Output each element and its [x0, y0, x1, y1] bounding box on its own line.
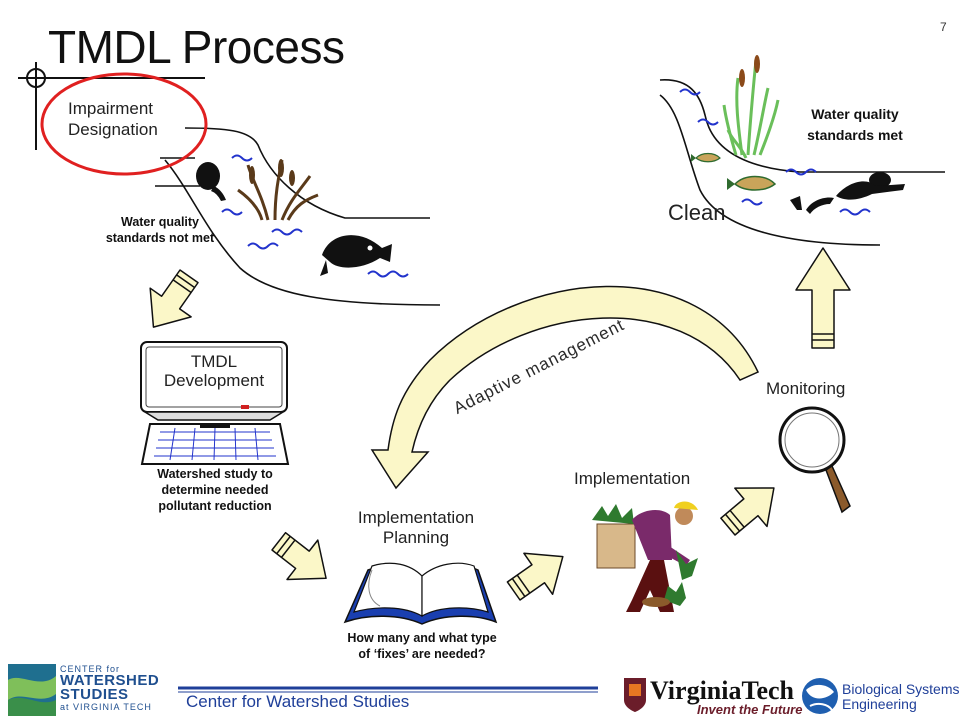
- worker-planting-icon: [592, 501, 698, 612]
- swimmer-icon: [790, 172, 905, 214]
- tmdl-line2: Development: [163, 371, 265, 390]
- monitoring-label: Monitoring: [766, 379, 846, 398]
- impl-planning-line1: Implementation: [357, 508, 475, 527]
- impl-planning-line2: Planning: [382, 528, 450, 547]
- bse-line1: Biological Systems: [842, 681, 960, 697]
- watershed-study-line3: pollutant reduction: [158, 499, 272, 513]
- page-title: TMDL Process: [48, 21, 345, 73]
- magnifying-glass-icon: [778, 406, 851, 514]
- impairment-label: Impairment Designation: [68, 98, 158, 140]
- wq-met-line1: Water quality: [811, 106, 899, 122]
- wq-met-note: Water quality standards met: [790, 104, 920, 146]
- fixes-note-line2: of ‘fixes’ are needed?: [358, 647, 486, 661]
- impl-planning-label: Implementation Planning: [330, 508, 502, 548]
- watershed-study-line1: Watershed study to: [157, 467, 273, 481]
- cattail-heads-right: [739, 55, 760, 87]
- cws-logo-text: CENTER for WATERSHED STUDIES at VIRGINIA…: [60, 664, 159, 712]
- tmdl-box-label: TMDL Development: [146, 352, 282, 390]
- polluted-stream: [155, 127, 441, 306]
- arrow-impairment-to-tmdl: [149, 269, 199, 328]
- tmdl-line1: TMDL: [190, 352, 238, 371]
- cws-logo-line3: STUDIES: [60, 686, 129, 703]
- page-number: 7: [940, 20, 947, 34]
- watershed-study-note: Watershed study to determine needed poll…: [130, 466, 300, 514]
- watershed-study-line2: determine needed: [161, 483, 269, 497]
- cws-logo-line2: WATERSHED: [60, 672, 160, 689]
- wq-not-met-note: Water quality standards not met: [80, 214, 240, 246]
- wq-not-met-line2: standards not met: [105, 231, 215, 245]
- dead-fish-icon: [320, 235, 392, 276]
- arrow-implementation-to-monitoring: [720, 487, 775, 536]
- healthy-fish-icon: [691, 152, 777, 191]
- fixes-note: How many and what type of ‘fixes’ are ne…: [326, 630, 518, 662]
- wq-met-line2: standards met: [807, 127, 903, 143]
- bse-globe-icon: [802, 678, 838, 714]
- impairment-highlight-circle: [40, 72, 208, 176]
- vt-tagline: Invent the Future: [697, 702, 803, 717]
- bse-line2: Engineering: [842, 696, 917, 712]
- title-decoration: [18, 62, 205, 150]
- open-book-icon: [343, 562, 498, 625]
- cattails-left: [237, 159, 319, 221]
- water-ripples-left: [221, 154, 409, 278]
- reeds-right: [722, 59, 780, 159]
- implementation-label: Implementation: [574, 469, 691, 488]
- cattail-heads-left: [249, 159, 295, 186]
- clean-label: Clean: [668, 200, 726, 225]
- arrow-planning-to-implementation: [506, 552, 564, 601]
- cws-logo-line1: CENTER for: [60, 664, 121, 674]
- arrow-tmdl-to-planning: [271, 531, 327, 581]
- outfall-drop: [196, 162, 226, 201]
- adaptive-management-arrow: [370, 285, 760, 490]
- wq-not-met-line1: Water quality: [120, 215, 200, 229]
- water-ripples-right: [679, 88, 871, 216]
- bse-logo-text: Biological Systems Engineering: [842, 682, 960, 712]
- fixes-note-line1: How many and what type: [347, 631, 497, 645]
- impairment-line1: Impairment: [68, 99, 154, 118]
- impairment-line2: Designation: [68, 120, 158, 139]
- arrow-monitoring-to-clean: [795, 247, 851, 349]
- computer-icon: [140, 341, 290, 465]
- cws-logo-line4: at VIRGINIA TECH: [60, 702, 152, 712]
- cws-logo-graphic: [8, 664, 56, 716]
- vt-shield-icon: [624, 678, 646, 712]
- footer-center-text: Center for Watershed Studies: [186, 692, 410, 711]
- flow-arrows: [149, 247, 851, 601]
- clean-stream: [659, 79, 945, 246]
- footer-rule: [178, 686, 598, 693]
- vt-logo-name: VirginiaTech: [650, 676, 794, 705]
